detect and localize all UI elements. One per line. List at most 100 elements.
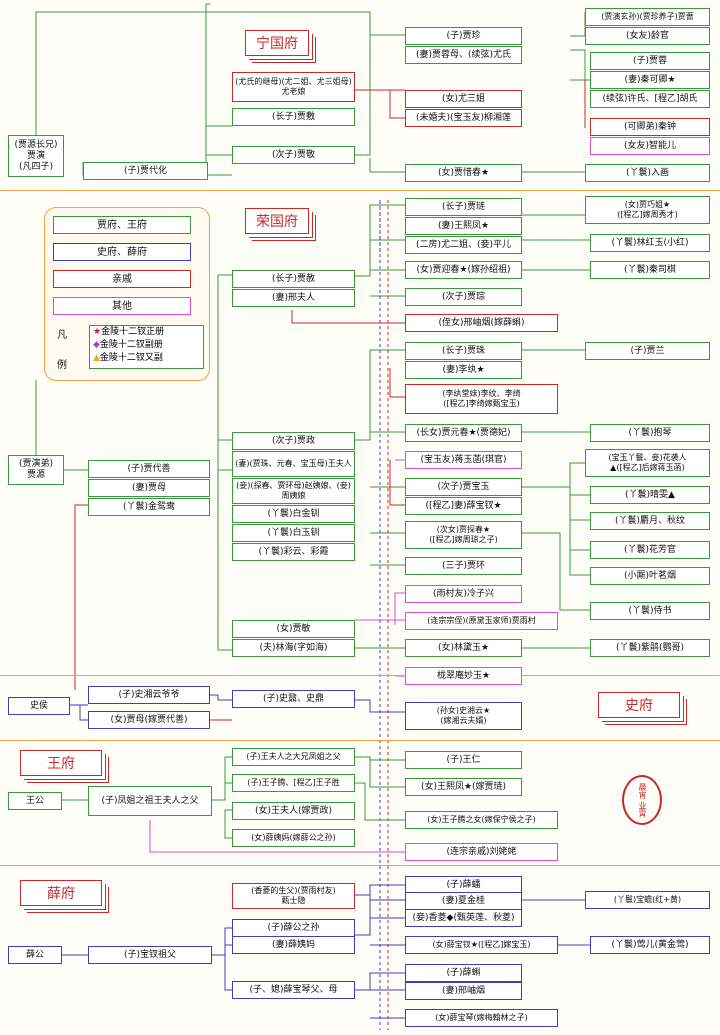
node-qiaojie: (女)贾巧姐★ ([程乙]嫁周秀才)	[585, 196, 710, 224]
node-zhenshiyin: (香菱的生父)(贾雨村友) 甄士隐	[232, 883, 355, 909]
node-linruhai: (夫)林海(字如海)	[232, 639, 355, 657]
title-wang: 王府	[20, 750, 102, 776]
node-xiajingui: (妻)夏金桂	[405, 892, 522, 910]
node-mingyan: (小厮)叶茗烟	[590, 567, 710, 585]
node-lingguan: (女友)龄官	[585, 27, 710, 45]
node-jiayan: (贾源长兄) 贾演 (凡四子)	[8, 135, 64, 177]
node-zhaoyiniang: (妾)(探春、贾环母)赵姨娘、(妾)周姨娘	[232, 478, 355, 504]
node-jiayucun: (连宗宗侄)(原黛玉家师)贾雨村	[405, 612, 558, 630]
node-xingxiuyan2: (妻)邢岫烟	[405, 982, 522, 1000]
node-baochai-marry: (女)薛宝钗★([程乙]嫁宝玉)	[405, 936, 558, 954]
node-wangfuren-marry: (女)王夫人(嫁贾政)	[232, 802, 355, 820]
separator-wang-xue	[0, 865, 720, 866]
node-sheyue: (丫鬟)麝月、秋纹	[590, 512, 710, 530]
node-baochai-grandfather: (子)宝钗祖父	[88, 946, 212, 964]
legend-jia-wang: 贾府、王府	[53, 216, 191, 234]
node-jiarong: (子)贾蓉	[590, 52, 710, 70]
node-tanchun: (次女)贾探春★ ([程乙]嫁周琼之子)	[405, 521, 522, 549]
node-yingchun: (女)贾迎春★(嫁孙绍祖)	[405, 261, 522, 279]
legend: 贾府、王府 史府、薛府 亲戚 其他 凡 例 ★金陵十二钗正册 ◆金陵十二钗副册 …	[44, 207, 210, 381]
node-xueyima: (妻)薛姨妈	[232, 936, 355, 954]
node-jiadaishan: (子)贾代善	[88, 460, 210, 478]
node-baiyuchuan: (丫鬟)白玉钏	[232, 524, 355, 542]
node-jiazhu: (长子)贾珠	[405, 342, 522, 360]
title-ningguo: 宁国府	[245, 30, 309, 56]
node-baoqin-servant: (丫鬟)抱琴	[590, 424, 710, 442]
legend-fan: 凡	[57, 330, 67, 341]
legend-li: 例	[57, 360, 67, 371]
node-wangren: (子)王仁	[405, 751, 522, 769]
separator-ningguo-rongguo	[0, 190, 720, 191]
node-linhongyu: (丫鬟)林红玉(小红)	[590, 234, 710, 252]
node-wang-elder: (子)王夫人之大兄凤姐之父	[232, 748, 355, 766]
node-wangziteng-daughter: (女)王子腾之女(嫁保宁侯之子)	[405, 811, 558, 829]
node-yousanjie: (女)尤三姐	[405, 90, 522, 108]
node-xifeng-marry: (女)王熙凤★(嫁贾琏)	[405, 778, 522, 796]
node-baoyu: (次子)贾宝玉	[405, 478, 522, 496]
node-baochan: (丫鬟)宝蟾(红+黄)	[585, 891, 710, 909]
node-jiadaihua: (子)贾代化	[83, 162, 208, 180]
node-wanggong: 王公	[8, 792, 62, 810]
node-daiyu: (女)林黛玉★	[405, 639, 522, 657]
node-liwan: (妻)李纨★	[405, 361, 522, 379]
separator-shi-wang	[0, 740, 720, 741]
node-yuanchun: (长女)贾元春★(贾德妃)	[405, 424, 522, 442]
node-daishu: (丫鬟)侍书	[590, 602, 710, 620]
node-shihou: 史侯	[8, 697, 70, 715]
legend-keys: ★金陵十二钗正册 ◆金陵十二钗副册 ▲金陵十二钗又副	[89, 325, 204, 369]
node-qinkeqing: (妻)秦可卿★	[590, 71, 710, 89]
node-jiazheng: (次子)贾政	[232, 432, 355, 450]
title-shi: 史府	[598, 692, 680, 718]
node-jiamin: (女)贾敏	[232, 620, 355, 638]
node-shixiangyun-grandfather: (子)史湘云爷爷	[88, 686, 210, 704]
node-jiaxichun: (女)贾惜春★	[405, 164, 522, 182]
node-baijinchuan: (丫鬟)白金钏	[232, 505, 355, 523]
diamond-icon: ◆	[93, 340, 100, 350]
node-yinger: (丫鬟)莺儿(黄金莺)	[590, 936, 710, 954]
node-zhinenger: (女友)智能儿	[590, 137, 710, 155]
node-shinai: (子)史鼐、史鼎	[232, 690, 355, 708]
node-jiayuan: (贾演弟) 贾源	[8, 455, 64, 485]
node-liulaolao: (连宗亲戚)刘姥姥	[405, 843, 558, 861]
node-erfang: (二房)尤二姐、(妾)平儿	[405, 236, 522, 254]
node-qingwen: (丫鬟)晴雯▲	[590, 486, 710, 504]
node-youlaoniang: (尤氏的继母)(尤二姐、尤三姐母)尤老娘	[232, 72, 355, 102]
node-jiashe: (长子)贾赦	[232, 270, 355, 288]
seal-stamp: 晨宵 业霄	[622, 775, 662, 825]
node-jiazhen: (子)贾珍	[405, 27, 522, 45]
node-caiyun: (丫鬟)彩云、彩霞	[232, 543, 355, 561]
node-qinzhong: (可卿弟)秦钟	[590, 118, 710, 136]
node-xuxian: (续弦)许氏、[程乙]胡氏	[590, 90, 710, 108]
node-xuegong: 薛公	[8, 946, 62, 964]
node-wangxifeng: (妻)王熙凤★	[405, 217, 522, 235]
node-wangfuren: (妻)(贾珠、元春、宝玉母)王夫人	[232, 451, 355, 477]
node-shimu: (女)贾母(嫁贾代善)	[88, 711, 210, 729]
legend-shi-xue: 史府、薛府	[53, 243, 191, 261]
node-wangziteng: (子)王子腾、[程乙]王子胜	[232, 774, 355, 792]
node-jiamu: (妻)贾母	[88, 479, 210, 497]
node-xingxiuyan: (侄女)邢岫烟(嫁薛蝌)	[405, 314, 558, 332]
legend-key-third: 金陵十二钗又副	[99, 353, 163, 363]
node-xuegong-grandson: (子)薛公之孙	[232, 919, 355, 937]
legend-relatives: 亲戚	[53, 270, 191, 288]
node-jiafu: (长子)贾敷	[232, 108, 355, 126]
star-icon: ★	[93, 327, 102, 337]
node-wang-zu: (子)凤姐之祖王夫人之父	[88, 786, 212, 816]
title-rongguo: 荣国府	[245, 208, 309, 234]
node-liwenli: (李纨堂妹)李纹、李绮 ([程乙]李绮嫁甄宝玉)	[405, 384, 558, 414]
node-liuxianglian: (未婚夫)(宝玉友)柳湘莲	[405, 109, 522, 127]
legend-others: 其他	[53, 297, 191, 315]
node-jiacong: (次子)贾琮	[405, 288, 522, 306]
node-xuebaoqin: (女)薛宝琴(嫁梅翰林之子)	[405, 1009, 558, 1027]
legend-key-main: 金陵十二钗正册	[101, 327, 165, 337]
node-baochai: ([程乙]妻)薛宝钗★	[405, 497, 522, 515]
node-jialian: (长子)贾琏	[405, 198, 522, 216]
node-xiren: (宝玉丫鬟、妾)花袭人 ▲([程乙]后嫁蒋玉菡)	[585, 449, 710, 477]
node-lengzixing: (雨村友)冷子兴	[405, 585, 522, 603]
node-xueyima-marry: (女)薛姨妈(嫁薛公之孙)	[232, 829, 355, 847]
node-zijuan: (丫鬟)紫鹃(鹦哥)	[590, 639, 710, 657]
node-jiajing: (次子)贾敬	[232, 146, 355, 164]
node-xiangling: (妾)香菱◆(甄英莲、秋菱)	[405, 909, 522, 927]
node-xiangyun: (孙女)史湘云★ (嫁湘云夫婿)	[405, 702, 522, 730]
node-siqi: (丫鬟)秦司棋	[590, 261, 710, 279]
